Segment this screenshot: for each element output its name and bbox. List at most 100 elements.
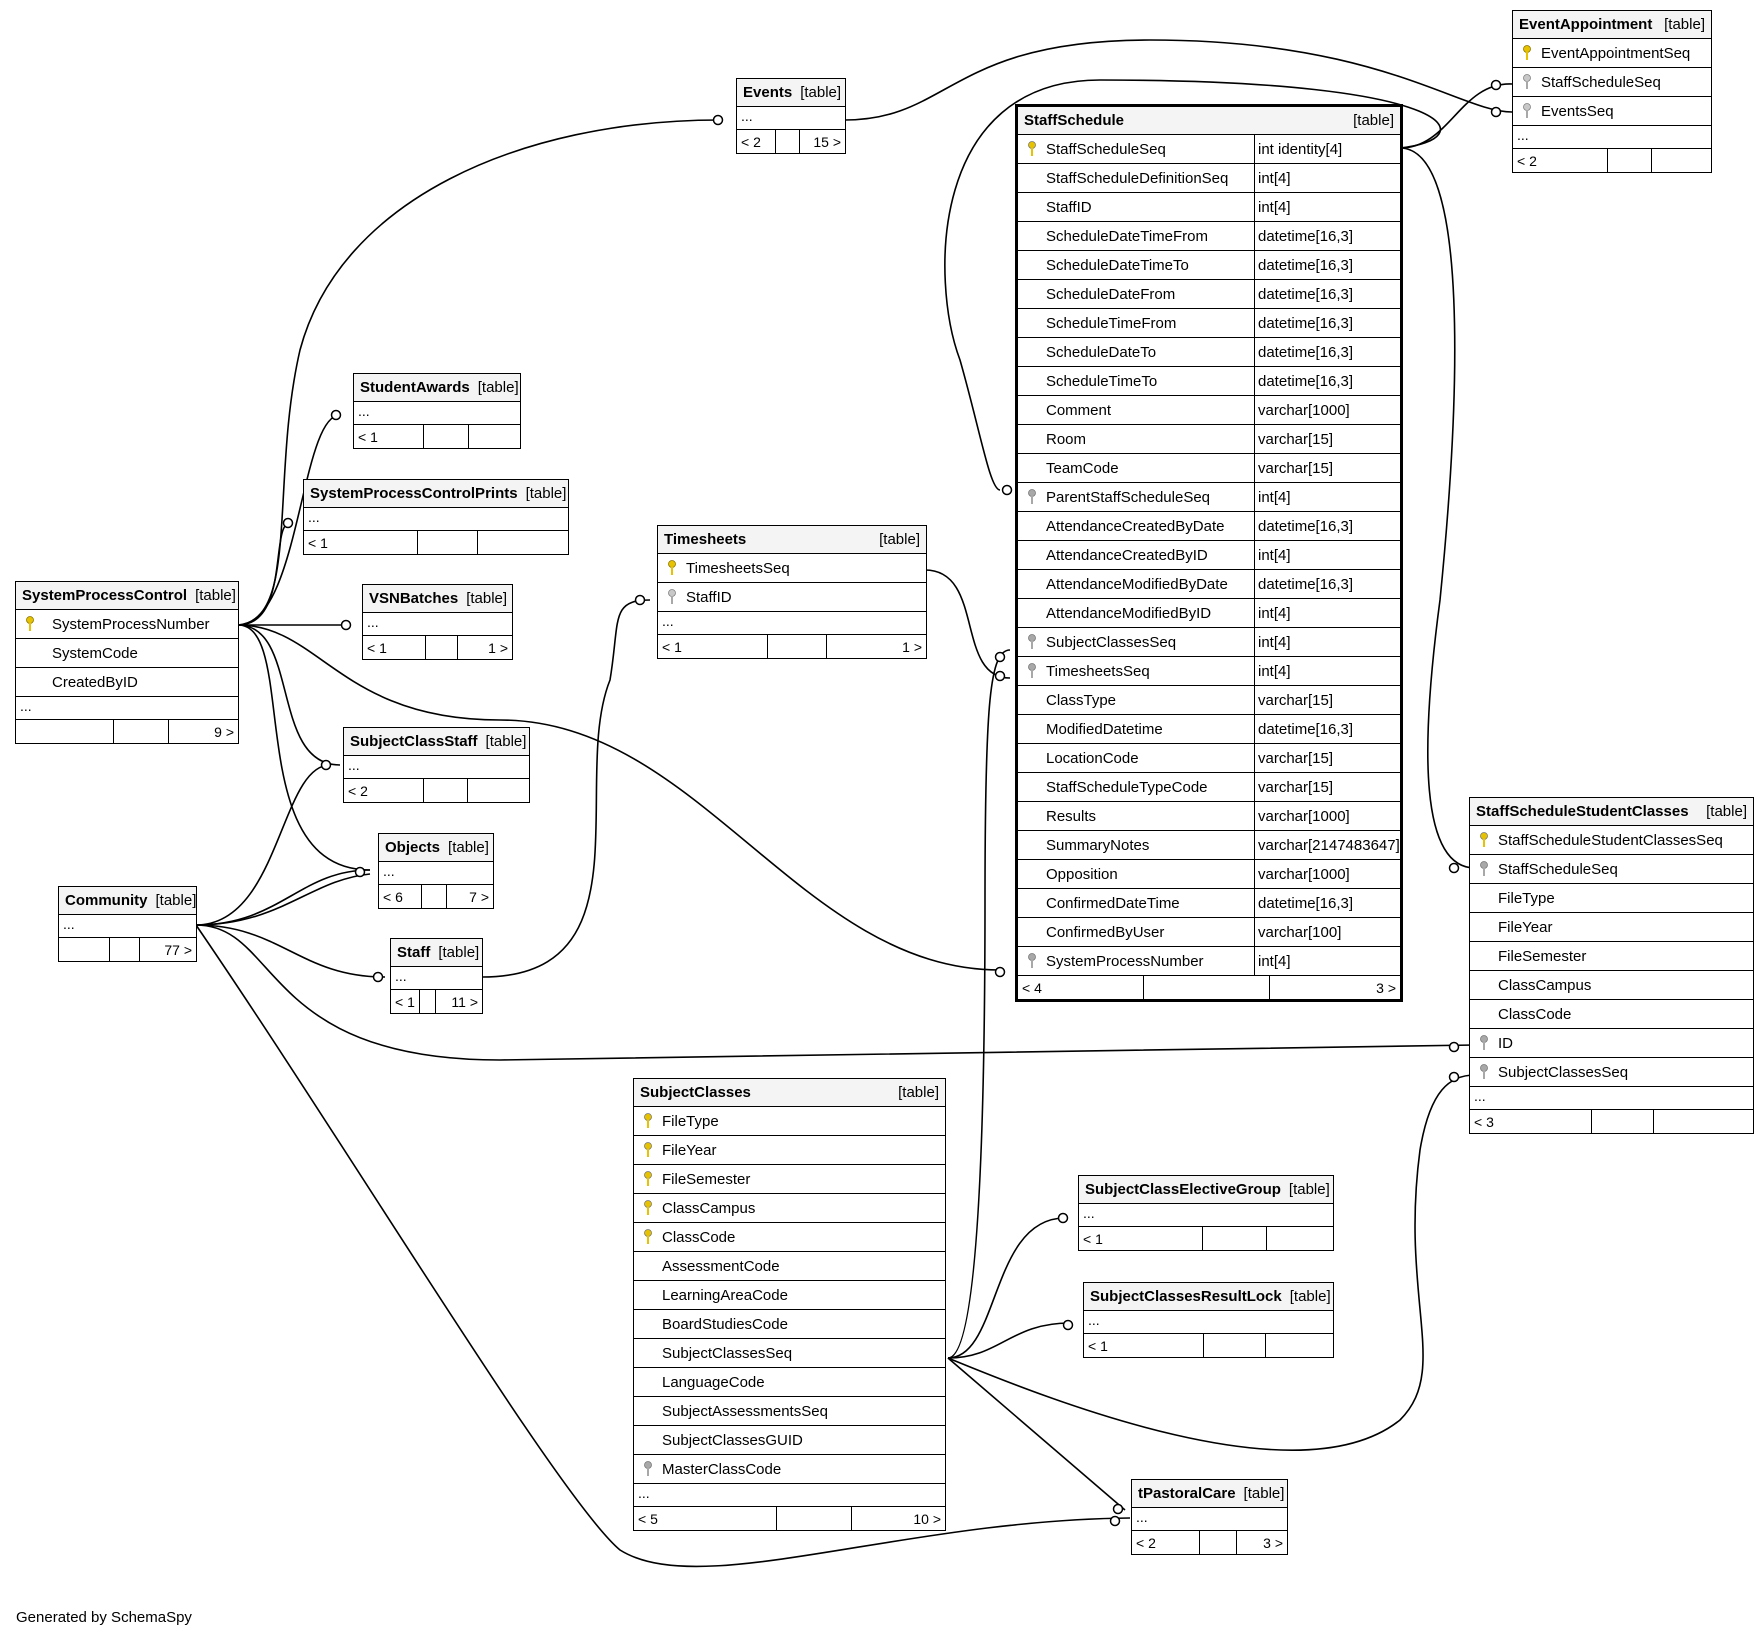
edge-community-staff bbox=[195, 924, 386, 978]
children-count[interactable]: 3 > bbox=[1263, 1534, 1283, 1551]
column-type: datetime[16,3] bbox=[1254, 367, 1400, 395]
endpoint-subjectclassstaff bbox=[320, 759, 332, 771]
parents-count[interactable]: < 5 bbox=[634, 1507, 778, 1530]
more-columns[interactable]: ... bbox=[1513, 126, 1711, 149]
table-tag: [table] bbox=[1706, 803, 1747, 820]
column-name: ClassCode bbox=[1498, 1005, 1572, 1023]
more-columns[interactable]: ... bbox=[1084, 1311, 1333, 1334]
children-count[interactable] bbox=[1266, 1334, 1333, 1357]
table-eventappointment[interactable]: EventAppointment[table] EventAppointment… bbox=[1512, 10, 1712, 173]
more-columns[interactable]: ... bbox=[59, 915, 196, 938]
column-name: SubjectClassesGUID bbox=[662, 1431, 803, 1449]
parents-count[interactable]: < 2 bbox=[1132, 1531, 1201, 1554]
more-columns[interactable]: ... bbox=[1132, 1508, 1287, 1531]
more-columns[interactable]: ... bbox=[658, 612, 926, 635]
table-systemprocesscontrol[interactable]: SystemProcessControl[table] SystemProces… bbox=[15, 581, 239, 744]
table-systemprocesscontrolprints[interactable]: SystemProcessControlPrints[table] ... < … bbox=[303, 479, 569, 555]
children-count[interactable]: 77 > bbox=[164, 941, 192, 958]
table-subjectclasselectivegroup[interactable]: SubjectClassElectiveGroup[table] ... < 1 bbox=[1078, 1175, 1334, 1251]
parents-count[interactable]: < 1 bbox=[1084, 1334, 1204, 1357]
children-count[interactable]: 11 > bbox=[451, 993, 478, 1010]
parents-count[interactable]: < 4 bbox=[1018, 976, 1145, 999]
table-name: Events bbox=[743, 84, 793, 101]
more-columns[interactable]: ... bbox=[363, 613, 512, 636]
parents-count[interactable]: < 1 bbox=[304, 531, 418, 554]
more-columns[interactable]: ... bbox=[391, 967, 482, 990]
table-staffschedulestudentclasses[interactable]: StaffScheduleStudentClasses[table] Staff… bbox=[1469, 797, 1754, 1134]
parents-count[interactable]: < 2 bbox=[344, 779, 424, 802]
children-count[interactable] bbox=[1654, 1110, 1753, 1133]
children-count[interactable]: 9 > bbox=[214, 723, 234, 740]
more-columns[interactable]: ... bbox=[354, 402, 520, 425]
edge-sc-sssc bbox=[947, 1074, 1476, 1451]
table-community[interactable]: Community[table] ... 77 > bbox=[58, 886, 197, 962]
column-name: CreatedByID bbox=[52, 673, 138, 691]
children-count[interactable] bbox=[468, 779, 529, 802]
more-columns[interactable]: ... bbox=[379, 862, 493, 885]
column-name: AttendanceCreatedByDate bbox=[1046, 517, 1225, 535]
children-count[interactable]: 15 > bbox=[813, 133, 841, 150]
children-count[interactable] bbox=[469, 425, 520, 448]
parents-count[interactable] bbox=[59, 938, 110, 961]
parents-count[interactable]: < 3 bbox=[1470, 1110, 1592, 1133]
more-columns[interactable]: ... bbox=[16, 697, 238, 720]
edge-spc-subjectclassstaff bbox=[237, 624, 341, 766]
more-columns[interactable]: ... bbox=[344, 756, 529, 779]
column-row: MasterClassCode bbox=[634, 1455, 945, 1484]
endpoint-tpastoral-a bbox=[1112, 1503, 1124, 1515]
children-count[interactable] bbox=[1267, 1227, 1333, 1250]
parents-count[interactable]: < 1 bbox=[354, 425, 424, 448]
column-name: LearningAreaCode bbox=[662, 1286, 788, 1304]
foreign-key-icon bbox=[1513, 74, 1541, 90]
column-name: ConfirmedByUser bbox=[1046, 923, 1165, 941]
children-count[interactable]: 10 > bbox=[913, 1510, 941, 1527]
column-name: TimesheetsSeq bbox=[686, 559, 790, 577]
rows-count bbox=[424, 779, 468, 802]
column-name: FileType bbox=[662, 1112, 719, 1130]
parents-count[interactable]: < 2 bbox=[1513, 149, 1609, 172]
parents-count[interactable]: < 1 bbox=[363, 636, 426, 659]
edge-sc-staffschedule bbox=[947, 649, 1011, 1359]
children-count[interactable]: 1 > bbox=[488, 639, 508, 656]
column-name: ScheduleDateFrom bbox=[1046, 285, 1176, 303]
more-columns[interactable]: ... bbox=[1470, 1087, 1753, 1110]
more-columns[interactable]: ... bbox=[737, 107, 845, 130]
table-subjectclassstaff[interactable]: SubjectClassStaff[table] ... < 2 bbox=[343, 727, 530, 803]
parents-count[interactable]: < 1 bbox=[391, 990, 421, 1013]
children-count[interactable] bbox=[1652, 149, 1711, 172]
more-columns[interactable]: ... bbox=[1079, 1204, 1333, 1227]
column-name: ScheduleDateTimeTo bbox=[1046, 256, 1189, 274]
column-name: FileYear bbox=[662, 1141, 717, 1159]
more-columns[interactable]: ... bbox=[634, 1484, 945, 1507]
primary-key-icon bbox=[1470, 832, 1498, 848]
children-count[interactable] bbox=[478, 531, 568, 554]
more-columns[interactable]: ... bbox=[304, 508, 568, 531]
children-count[interactable]: 3 > bbox=[1376, 979, 1396, 996]
rows-count bbox=[1204, 1334, 1266, 1357]
table-subjectclassesresultlock[interactable]: SubjectClassesResultLock[table] ... < 1 bbox=[1083, 1282, 1334, 1358]
parents-count[interactable]: < 6 bbox=[379, 885, 423, 908]
parents-count[interactable]: < 1 bbox=[658, 635, 768, 658]
parents-count[interactable]: < 2 bbox=[737, 130, 776, 153]
edge-community-subjectclassstaff bbox=[195, 764, 331, 926]
parents-count[interactable]: < 1 bbox=[1079, 1227, 1204, 1250]
table-studentawards[interactable]: StudentAwards[table] ... < 1 bbox=[353, 373, 521, 449]
column-type: datetime[16,3] bbox=[1254, 309, 1400, 337]
table-timesheets[interactable]: Timesheets[table] TimesheetsSeq StaffID … bbox=[657, 525, 927, 659]
column-row: FileYear bbox=[1470, 913, 1753, 942]
children-count[interactable]: 1 > bbox=[902, 638, 922, 655]
parents-count[interactable] bbox=[16, 720, 114, 743]
children-count[interactable]: 7 > bbox=[469, 888, 489, 905]
endpoint-ss-timesheets bbox=[994, 670, 1006, 682]
